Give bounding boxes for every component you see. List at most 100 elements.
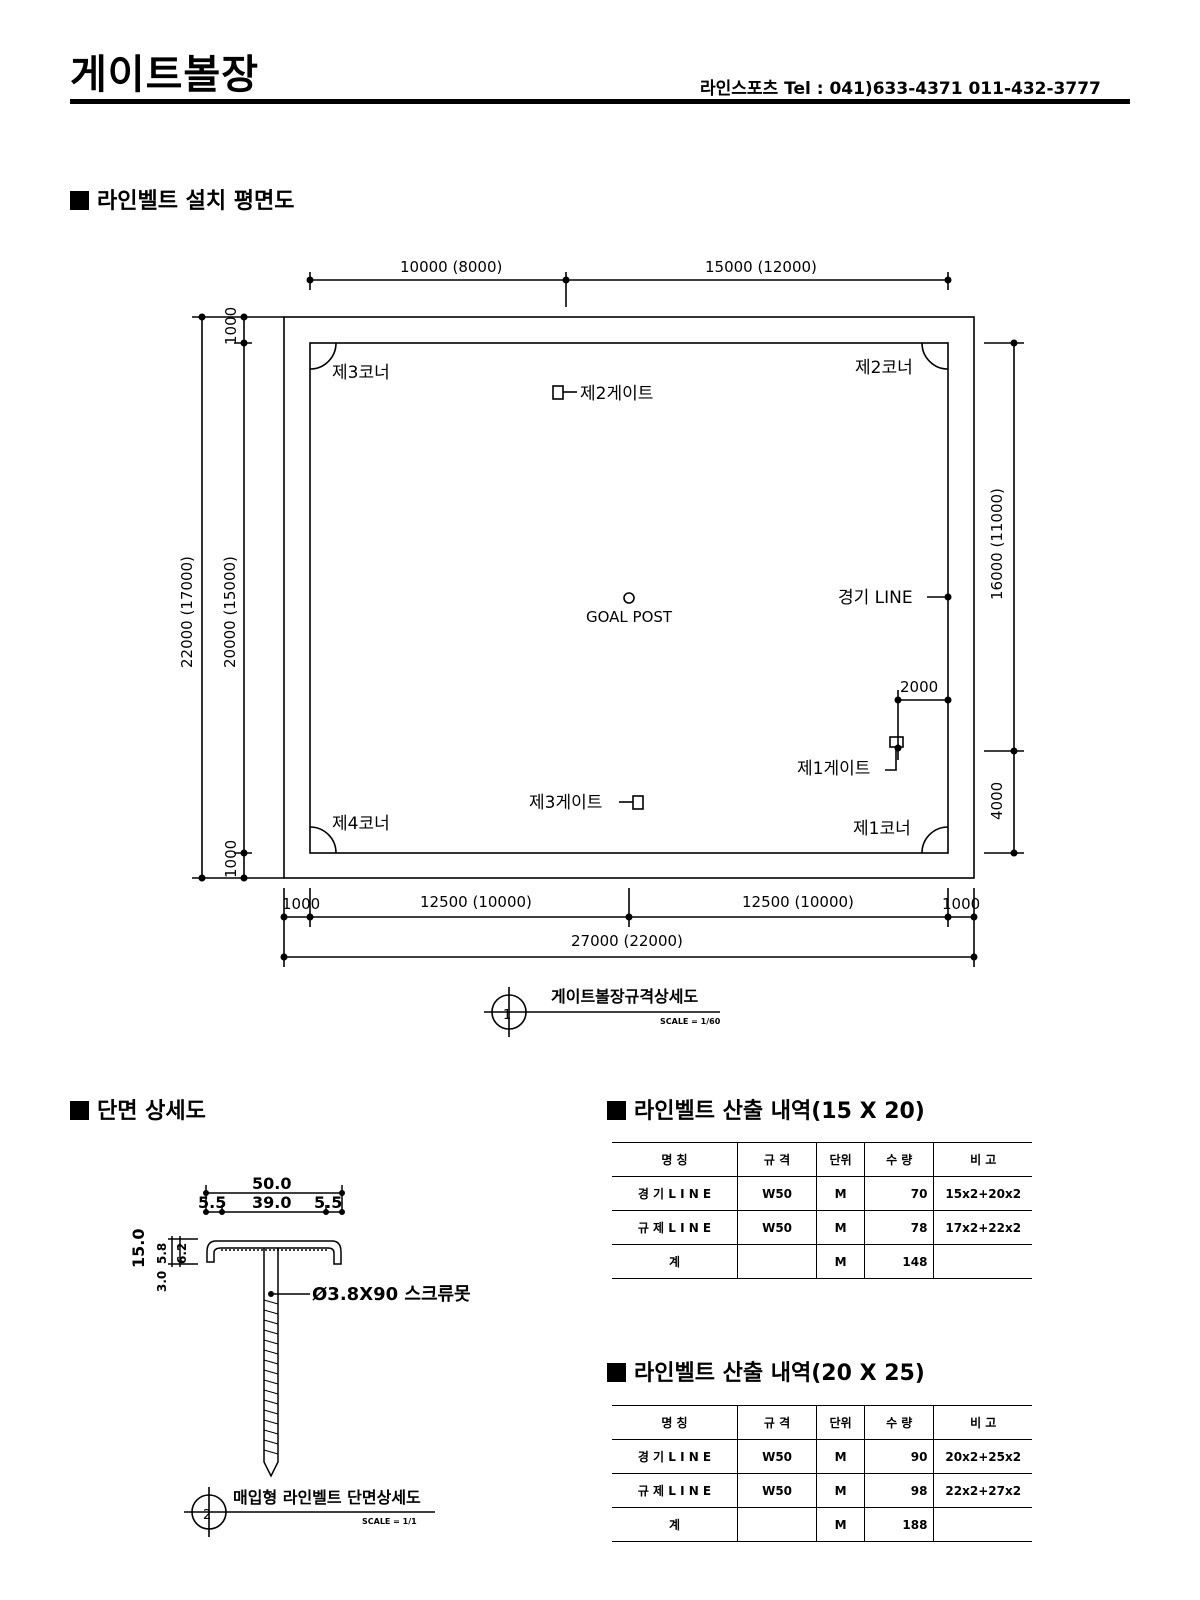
callout-2-number: 2 bbox=[203, 1508, 211, 1523]
corner-1-label: 제1코너 bbox=[853, 819, 911, 839]
table-header-row: 명 칭 규 격 단위 수 량 비 고 bbox=[612, 1142, 1032, 1177]
quantity-table-15x20: 명 칭 규 격 단위 수 량 비 고 경 기 L I N E W50 M 70 … bbox=[612, 1142, 1032, 1279]
dim-gate-offset: 2000 bbox=[900, 678, 938, 696]
quantity-table-20x25: 명 칭 규 격 단위 수 량 비 고 경 기 L I N E W50 M 90 … bbox=[612, 1405, 1032, 1542]
corner-3-label: 제3코너 bbox=[332, 363, 390, 383]
dim-bottom-left: 12500 (10000) bbox=[420, 893, 532, 911]
width-right-label: 5.5 bbox=[314, 1193, 342, 1212]
dim-top-left: 10000 (8000) bbox=[400, 258, 502, 276]
cell-spec: W50 bbox=[736, 1176, 817, 1211]
cell-qty: 78 bbox=[864, 1210, 934, 1245]
cell-name: 계 bbox=[612, 1507, 738, 1542]
cell-unit: M bbox=[816, 1244, 865, 1279]
corner-2-label: 제2코너 bbox=[855, 358, 913, 378]
table-row-total: 계 M 148 bbox=[612, 1244, 1032, 1279]
section-heading-plan-text: 라인벨트 설치 평면도 bbox=[97, 189, 295, 214]
gate-1-label: 제1게이트 bbox=[797, 759, 870, 779]
screw-label: Ø3.8X90 스크류못 bbox=[312, 1284, 471, 1305]
dim-right-lower: 4000 bbox=[988, 782, 1006, 820]
cell-note: 20x2+25x2 bbox=[933, 1439, 1032, 1474]
dim-top-right: 15000 (12000) bbox=[705, 258, 817, 276]
dim-bottom-margin-left: 1000 bbox=[282, 895, 320, 913]
col-header-qty: 수 량 bbox=[864, 1142, 934, 1177]
col-header-note: 비 고 bbox=[933, 1405, 1032, 1440]
goal-post-label: GOAL POST bbox=[586, 608, 673, 626]
callout-2-title: 매입형 라인벨트 단면상세도 bbox=[233, 1488, 421, 1507]
cell-name: 경 기 L I N E bbox=[612, 1439, 738, 1474]
col-header-unit: 단위 bbox=[816, 1405, 865, 1440]
col-header-name: 명 칭 bbox=[612, 1405, 738, 1440]
col-header-spec: 규 격 bbox=[736, 1405, 817, 1440]
corner-arc-4 bbox=[309, 826, 337, 854]
height-total-label: 15.0 bbox=[129, 1229, 148, 1268]
dim-left-outer: 22000 (17000) bbox=[178, 556, 196, 668]
col-header-unit: 단위 bbox=[816, 1142, 865, 1177]
col-header-name: 명 칭 bbox=[612, 1142, 738, 1177]
cell-qty: 188 bbox=[864, 1507, 934, 1542]
cell-note: 15x2+20x2 bbox=[933, 1176, 1032, 1211]
screw-thread bbox=[263, 1299, 279, 1455]
cell-qty: 70 bbox=[864, 1176, 934, 1211]
cell-note bbox=[933, 1244, 1032, 1279]
height-part2-label: 5.8 bbox=[155, 1243, 169, 1264]
cell-spec: W50 bbox=[736, 1473, 817, 1508]
height-part1-label: 3.0 bbox=[155, 1271, 169, 1292]
section-heading-table1-text: 라인벨트 산출 내역(15 X 20) bbox=[634, 1099, 925, 1124]
gate-3-symbol bbox=[632, 795, 644, 810]
cell-qty: 90 bbox=[864, 1439, 934, 1474]
section-heading-table2: 라인벨트 산출 내역(20 X 25) bbox=[607, 1355, 925, 1387]
court-outer-boundary bbox=[283, 316, 975, 879]
cell-note: 17x2+22x2 bbox=[933, 1210, 1032, 1245]
cell-unit: M bbox=[816, 1176, 865, 1211]
section-heading-detail: 단면 상세도 bbox=[70, 1093, 206, 1125]
corner-arc-2 bbox=[921, 342, 949, 370]
width-mid-label: 39.0 bbox=[252, 1193, 291, 1212]
cell-spec: W50 bbox=[736, 1439, 817, 1474]
cell-qty: 98 bbox=[864, 1473, 934, 1508]
document-title: 게이트볼장 bbox=[70, 52, 259, 98]
cell-name: 규 제 L I N E bbox=[612, 1210, 738, 1245]
dim-left-margin-bottom: 1000 bbox=[222, 840, 240, 878]
goal-post-symbol bbox=[623, 592, 635, 604]
section-heading-plan: 라인벨트 설치 평면도 bbox=[70, 183, 294, 215]
cell-note: 22x2+27x2 bbox=[933, 1473, 1032, 1508]
game-line-label: 경기 LINE bbox=[838, 588, 913, 608]
corner-4-label: 제4코너 bbox=[332, 814, 390, 834]
gate-2-label: 제2게이트 bbox=[580, 384, 653, 404]
dim-left-inner: 20000 (15000) bbox=[221, 556, 239, 668]
table-row: 경 기 L I N E W50 M 90 20x2+25x2 bbox=[612, 1439, 1032, 1474]
square-bullet-icon bbox=[607, 1101, 626, 1120]
cell-name: 경 기 L I N E bbox=[612, 1176, 738, 1211]
dim-bottom-margin-right: 1000 bbox=[942, 895, 980, 913]
dim-bottom-right: 12500 (10000) bbox=[742, 893, 854, 911]
dim-right-upper: 16000 (11000) bbox=[988, 488, 1006, 600]
table-row-total: 계 M 188 bbox=[612, 1507, 1032, 1542]
section-heading-table2-text: 라인벨트 산출 내역(20 X 25) bbox=[634, 1361, 925, 1386]
callout-1-scale: SCALE = 1/60 bbox=[660, 1017, 721, 1026]
title-rule bbox=[70, 99, 1130, 104]
square-bullet-icon bbox=[70, 191, 89, 210]
cell-spec bbox=[736, 1244, 817, 1279]
cell-unit: M bbox=[816, 1473, 865, 1508]
cell-spec: W50 bbox=[736, 1210, 817, 1245]
section-heading-table1: 라인벨트 산출 내역(15 X 20) bbox=[607, 1093, 925, 1125]
table-row: 규 제 L I N E W50 M 78 17x2+22x2 bbox=[612, 1210, 1032, 1245]
square-bullet-icon bbox=[607, 1363, 626, 1382]
callout-2-scale: SCALE = 1/1 bbox=[362, 1517, 417, 1526]
table-row: 규 제 L I N E W50 M 98 22x2+27x2 bbox=[612, 1473, 1032, 1508]
cell-name: 규 제 L I N E bbox=[612, 1473, 738, 1508]
dim-bottom-total: 27000 (22000) bbox=[571, 932, 683, 950]
corner-arc-3 bbox=[309, 342, 337, 370]
col-header-note: 비 고 bbox=[933, 1142, 1032, 1177]
cell-unit: M bbox=[816, 1439, 865, 1474]
section-heading-detail-text: 단면 상세도 bbox=[97, 1099, 206, 1124]
square-bullet-icon bbox=[70, 1101, 89, 1120]
col-header-qty: 수 량 bbox=[864, 1405, 934, 1440]
dim-left-margin-top: 1000 bbox=[222, 307, 240, 345]
table-row: 경 기 L I N E W50 M 70 15x2+20x2 bbox=[612, 1176, 1032, 1211]
callout-1-number: 1 bbox=[503, 1008, 511, 1023]
gate-2-symbol bbox=[552, 385, 564, 400]
contact-info: 라인스포츠 Tel : 041)633-4371 011-432-3777 bbox=[700, 79, 1101, 99]
width-total-label: 50.0 bbox=[252, 1174, 291, 1193]
